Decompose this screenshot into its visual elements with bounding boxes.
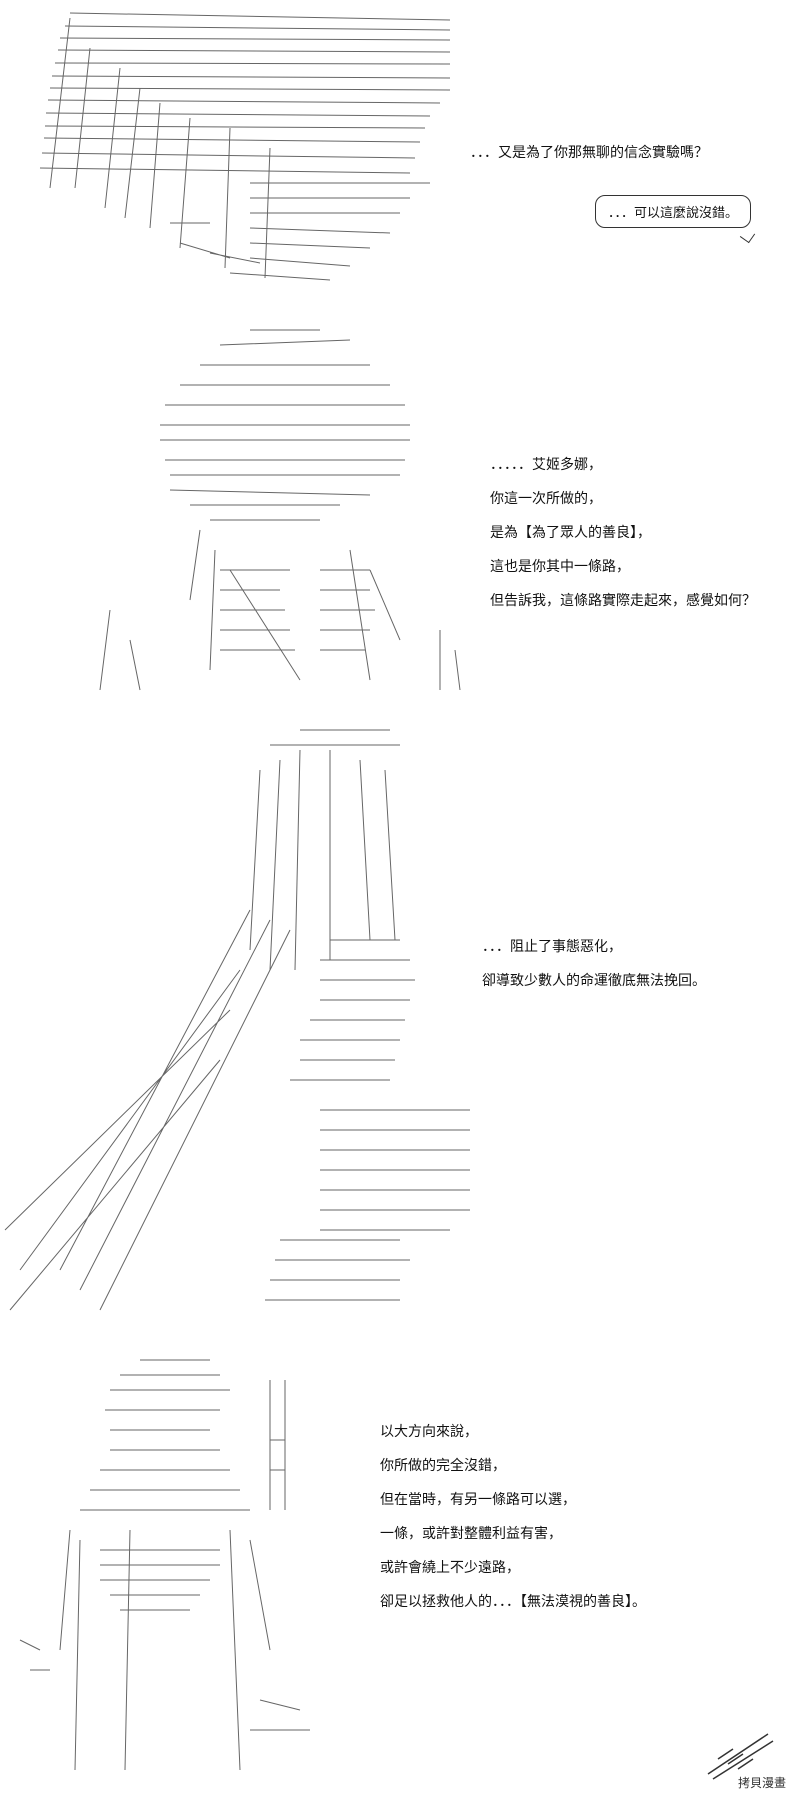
watermark-text: 拷貝漫畫	[737, 1776, 786, 1790]
panel-4: 以大方向來說， 你所做的完全沒錯， 但在當時，有另一條路可以選， 一條，或許對整…	[0, 1340, 800, 1797]
panel-2: ．．．．．艾姬多娜， 你這一次所做的， 是為【為了眾人的善良】， 這也是你其中一…	[0, 310, 800, 700]
dialog-2: ．．．．．艾姬多娜， 你這一次所做的， 是為【為了眾人的善良】， 這也是你其中一…	[490, 448, 756, 618]
dialog-line: 但告訴我，這條路實際走起來，感覺如何？	[490, 593, 756, 609]
bubble-tail	[739, 227, 756, 244]
dialog-line: 以大方向來說，	[380, 1424, 478, 1440]
watermark-logo-icon	[698, 1719, 788, 1789]
dialog-line: 你這一次所做的，	[490, 491, 602, 507]
dialog-line: 但在當時，有另一條路可以選，	[380, 1492, 576, 1508]
dialog-line: 卻足以拯救他人的．．．【無法漠視的善良】。	[380, 1594, 646, 1610]
dialog-line: 卻導致少數人的命運徹底無法挽回。	[482, 973, 706, 989]
ascii-art-figure-4	[10, 1350, 330, 1790]
dialog-1: ．．．又是為了你那無聊的信念實驗嗎？	[470, 136, 708, 170]
panel-3: ．．．阻止了事態惡化， 卻導致少數人的命運徹底無法挽回。	[0, 710, 800, 1330]
dialog-line: 你所做的完全沒錯，	[380, 1458, 506, 1474]
dialog-3: ．．．阻止了事態惡化， 卻導致少數人的命運徹底無法挽回。	[482, 930, 706, 998]
dialog-line: ．．．又是為了你那無聊的信念實驗嗎？	[470, 145, 708, 161]
panel-1: ．．．又是為了你那無聊的信念實驗嗎？ ．．．可以這麼說沒錯。	[0, 0, 800, 300]
ascii-art-figure-3	[0, 710, 480, 1325]
dialog-line: ．．．．．艾姬多娜，	[490, 457, 602, 473]
speech-bubble: ．．．可以這麼說沒錯。	[595, 195, 752, 228]
bubble-text: ．．．可以這麼說沒錯。	[608, 206, 739, 221]
dialog-line: ．．．阻止了事態惡化，	[482, 939, 622, 955]
ascii-art-figure-2	[70, 310, 480, 695]
dialog-4: 以大方向來說， 你所做的完全沒錯， 但在當時，有另一條路可以選， 一條，或許對整…	[380, 1415, 646, 1619]
dialog-line: 一條，或許對整體利益有害，	[380, 1526, 562, 1542]
dialog-line: 這也是你其中一條路，	[490, 559, 630, 575]
dialog-line: 是為【為了眾人的善良】，	[490, 525, 651, 541]
ascii-art-figure-1	[30, 8, 450, 298]
dialog-line: 或許會繞上不少遠路，	[380, 1560, 520, 1576]
